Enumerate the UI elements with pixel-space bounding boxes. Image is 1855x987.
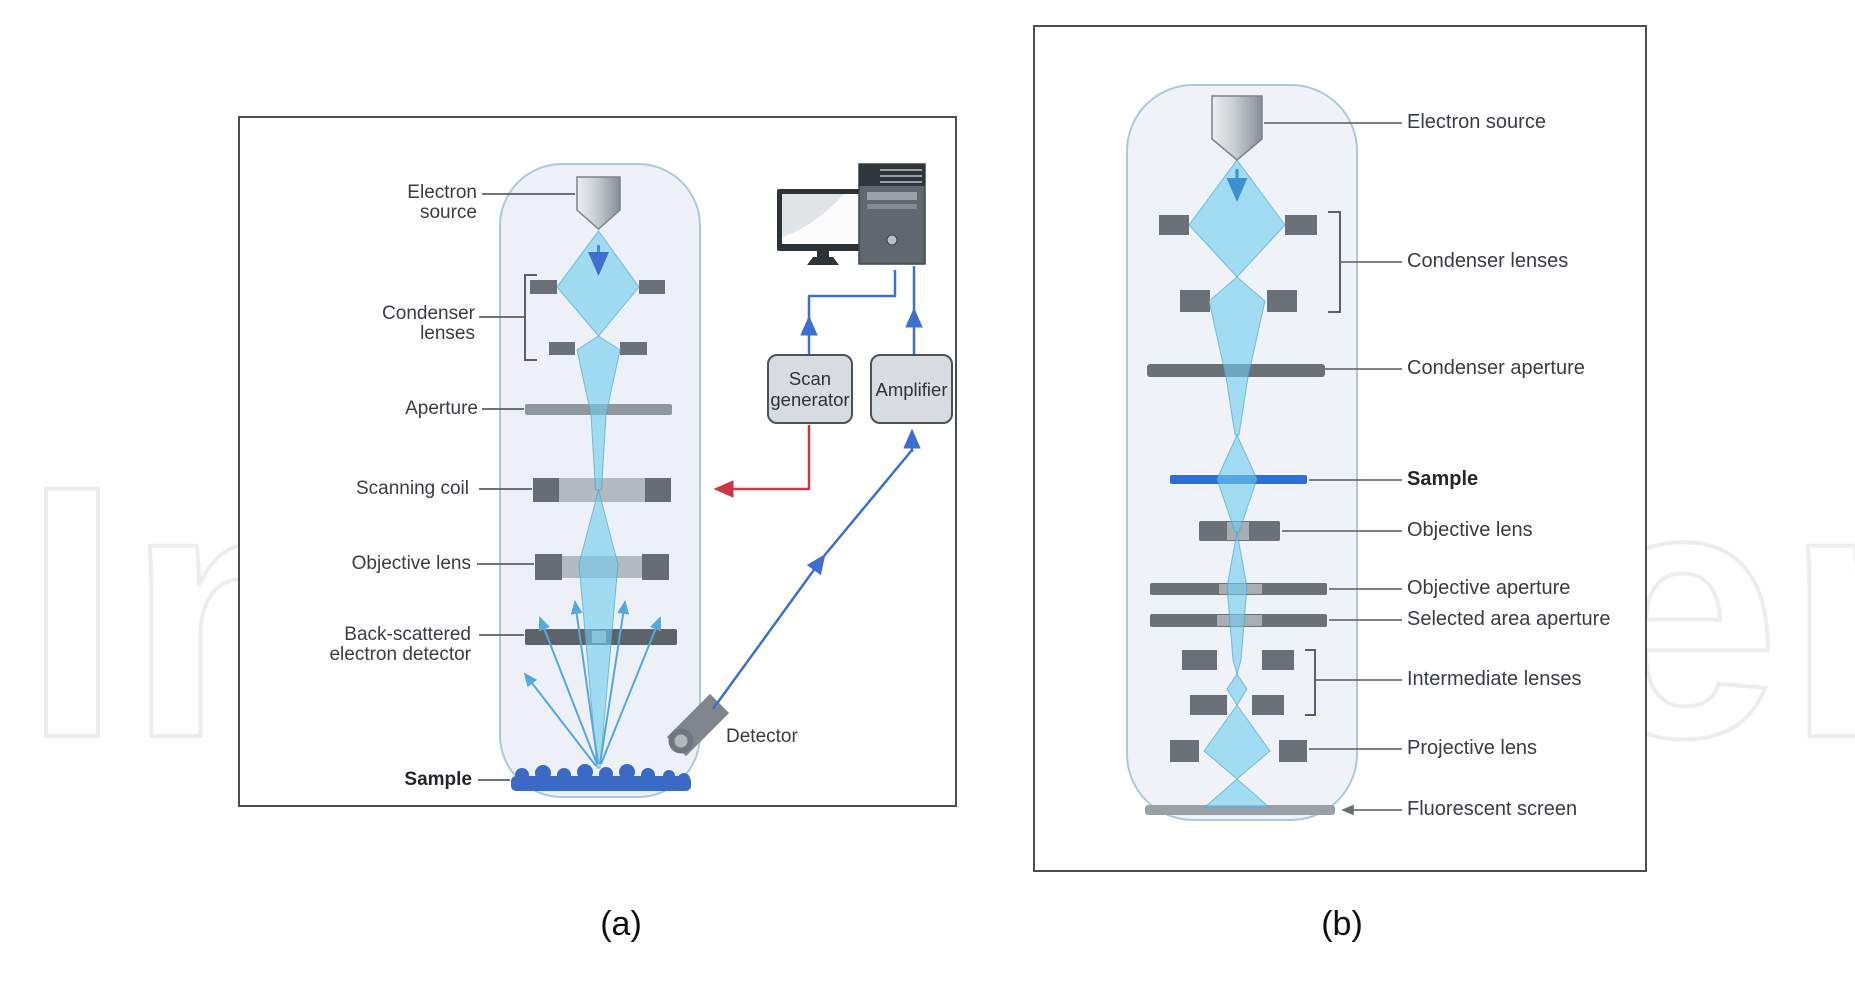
tem-condenser-lens-2	[1180, 290, 1297, 312]
label-selected-area-aperture: Selected area aperture	[1407, 608, 1611, 630]
sem-sample	[511, 764, 691, 791]
label-electron-source-line1: Electron	[407, 182, 477, 203]
intermediate-bracket	[1305, 649, 1316, 716]
label-sample: Sample	[404, 769, 472, 790]
label-connectors	[477, 193, 575, 781]
electron-gun-icon	[1211, 95, 1263, 161]
label-projective-lens: Projective lens	[1407, 737, 1538, 759]
label-sample: Sample	[1407, 468, 1479, 490]
label-intermediate-lenses: Intermediate lenses	[1407, 668, 1582, 690]
label-bse-detector: Back-scattered electron detector	[329, 625, 471, 665]
tem-intermediate-lens-2	[1190, 695, 1284, 715]
label-condenser-lenses: Condenser lenses	[1407, 250, 1569, 272]
label-objective-lens: Objective lens	[1407, 519, 1533, 541]
amplifier-label: Amplifier	[875, 378, 948, 400]
amplifier-box: Amplifier	[870, 354, 953, 424]
label-objective-aperture: Objective aperture	[1407, 577, 1571, 599]
label-condenser-line1: Condenser	[382, 303, 475, 324]
scattered-electron-arrows	[523, 600, 662, 767]
scan-generator-box: Scan generator	[767, 354, 853, 424]
label-aperture: Aperture	[405, 398, 478, 419]
scan-generator-line2: generator	[770, 389, 850, 410]
tem-diagram	[1126, 84, 1402, 821]
caption-b: (b)	[1321, 905, 1363, 943]
label-objective-lens: Objective lens	[351, 553, 471, 574]
tem-fluorescent-screen	[1145, 805, 1335, 815]
label-electron-source: Electron source	[1407, 111, 1546, 133]
label-connectors	[1264, 122, 1402, 816]
label-condenser-lenses: Condenser lenses	[382, 304, 475, 344]
label-detector: Detector	[726, 726, 798, 747]
signal-wires	[711, 266, 923, 710]
label-electron-source: Electron source	[407, 183, 477, 223]
tem-projective-lens	[1170, 740, 1307, 762]
computer-monitor-icon	[777, 189, 872, 265]
label-condenser-aperture: Condenser aperture	[1407, 357, 1585, 379]
panel-a-sem: Electron source Condenser lenses Apertur…	[238, 116, 957, 807]
panel-b-tem: Electron source Condenser lenses Condens…	[1033, 25, 1647, 872]
sem-diagram	[477, 163, 926, 798]
tem-intermediate-lens-1	[1182, 650, 1294, 670]
computer-tower-icon	[858, 163, 926, 265]
label-bse-line1: Back-scattered	[344, 624, 471, 645]
label-scanning-coil: Scanning coil	[355, 478, 469, 499]
scan-generator-line1: Scan	[788, 368, 832, 389]
electron-beam	[556, 230, 640, 769]
caption-a: (a)	[600, 905, 642, 943]
label-fluorescent-screen: Fluorescent screen	[1407, 798, 1578, 820]
tem-condenser-lens-1	[1159, 215, 1317, 235]
sem-condenser-lens-1	[530, 280, 665, 294]
label-bse-line2: electron detector	[329, 644, 471, 665]
detector-icon	[666, 693, 730, 757]
electron-gun-icon	[576, 176, 621, 231]
label-condenser-line2: lenses	[420, 323, 475, 344]
sem-condenser-lens-2	[549, 342, 647, 355]
label-electron-source-line2: source	[419, 202, 477, 223]
electron-beam	[1188, 159, 1286, 808]
